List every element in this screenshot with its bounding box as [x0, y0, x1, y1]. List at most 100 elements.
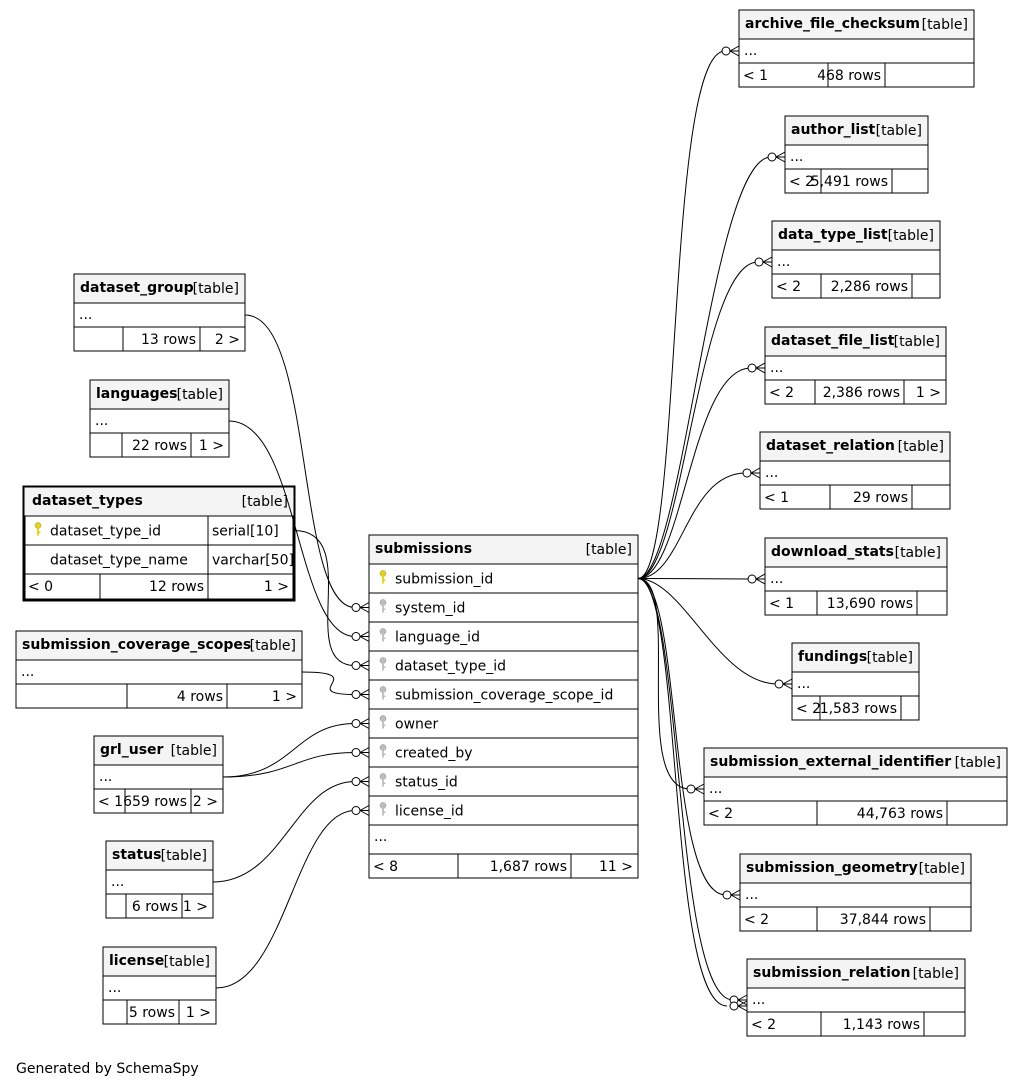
- table-kind: [table]: [242, 494, 288, 510]
- crows-foot: [359, 636, 370, 642]
- optional-marker: [351, 603, 361, 612]
- optional-marker: [351, 806, 361, 815]
- table-kind: [table]: [922, 17, 968, 33]
- relation-path: [212, 781, 356, 883]
- parent-count: < 1: [769, 596, 794, 612]
- parent-count: < 1: [764, 490, 789, 506]
- row-count: 1,143 rows: [843, 1017, 920, 1033]
- crows-foot: [750, 472, 761, 479]
- table-name: download_stats: [771, 544, 894, 560]
- table-name: archive_file_checksum: [745, 16, 920, 32]
- crows-foot: [755, 573, 766, 580]
- row-count: 29 rows: [853, 490, 908, 506]
- relation-edge: [215, 805, 370, 989]
- column-name: created_by: [395, 746, 473, 762]
- row-count: 2,286 rows: [831, 279, 908, 295]
- relation-path: [637, 156, 772, 579]
- parent-count: < 1: [98, 794, 123, 810]
- parent-count: < 2: [751, 1017, 776, 1033]
- table-kind: [table]: [876, 123, 922, 139]
- crows-foot: [694, 783, 705, 790]
- relation-edge: [637, 573, 766, 585]
- relation-path: [637, 578, 691, 790]
- table-header: [102, 946, 217, 977]
- optional-marker: [722, 890, 732, 900]
- relation-edge: [637, 45, 740, 579]
- optional-marker: [747, 363, 757, 373]
- row-count: 5,491 rows: [811, 174, 888, 190]
- crows-foot: [729, 50, 740, 57]
- crows-foot: [755, 367, 766, 374]
- crows-foot: [359, 747, 370, 753]
- foreign-key-icon: [379, 686, 387, 700]
- table-ellipsis: ...: [745, 887, 758, 903]
- table-name: status: [112, 847, 161, 863]
- table-header: [764, 537, 948, 568]
- table-ellipsis: ...: [752, 992, 765, 1008]
- crows-foot: [694, 788, 705, 795]
- row-count: 6 rows: [132, 899, 178, 915]
- foreign-key-icon-tooth: [383, 695, 386, 697]
- relation-path: [637, 578, 728, 1007]
- column-name: dataset_type_name: [50, 553, 188, 569]
- column-name: license_id: [395, 804, 464, 820]
- column-name: submission_coverage_scope_id: [395, 688, 613, 704]
- parent-count: < 2: [744, 912, 769, 928]
- table-author-list: author_list[table]...< 25,491 rows: [784, 115, 929, 194]
- column-name: owner: [395, 717, 439, 733]
- optional-marker: [767, 152, 777, 162]
- child-count: 1 >: [186, 1005, 211, 1021]
- primary-key-icon-tooth: [383, 579, 386, 581]
- table-kind: [table]: [250, 638, 296, 654]
- table-kind: [table]: [895, 545, 941, 561]
- crows-foot: [359, 781, 370, 787]
- crows-foot: [750, 467, 761, 474]
- optional-marker: [754, 257, 764, 267]
- table-header: [738, 9, 975, 40]
- table-ellipsis: ...: [777, 254, 790, 270]
- relation-edge: [244, 314, 370, 613]
- column-name: language_id: [395, 630, 480, 646]
- row-count: 13,690 rows: [827, 596, 913, 612]
- foreign-key-icon: [379, 657, 387, 671]
- table-ellipsis: ...: [79, 307, 92, 323]
- table-ellipsis: ...: [95, 413, 108, 429]
- table-name: submission_geometry: [746, 860, 918, 876]
- table-kind: [table]: [888, 228, 934, 244]
- foreign-key-icon: [379, 744, 387, 758]
- table-header: [784, 115, 929, 146]
- relation-path: [637, 578, 727, 896]
- table-name: dataset_file_list: [771, 333, 895, 349]
- relation-path: [637, 261, 759, 579]
- parent-count: < 0: [28, 579, 53, 595]
- table-header: [739, 853, 972, 884]
- child-count: 2 >: [193, 794, 218, 810]
- crows-foot: [359, 607, 370, 613]
- table-header: [771, 220, 941, 251]
- table-header: [368, 534, 639, 565]
- table-header: [93, 735, 224, 766]
- child-count: 1 >: [264, 579, 289, 595]
- foreign-key-icon-tooth: [383, 724, 386, 726]
- primary-key-icon-shaft: [37, 527, 39, 536]
- relation-edge: [637, 578, 741, 901]
- table-name: author_list: [791, 122, 876, 138]
- crows-foot: [762, 256, 773, 263]
- optional-marker: [351, 777, 361, 786]
- primary-key-icon: [379, 570, 387, 584]
- table-header: [703, 747, 1008, 778]
- crows-foot: [359, 723, 370, 729]
- crows-foot: [737, 994, 748, 1001]
- crows-foot: [730, 894, 741, 901]
- relation-path: [637, 578, 779, 685]
- foreign-key-icon: [379, 773, 387, 787]
- crows-foot: [775, 151, 786, 158]
- table-ellipsis: ...: [744, 43, 757, 59]
- row-count: 5 rows: [129, 1005, 175, 1021]
- table-name: dataset_group: [80, 280, 194, 296]
- table-header: [73, 273, 246, 304]
